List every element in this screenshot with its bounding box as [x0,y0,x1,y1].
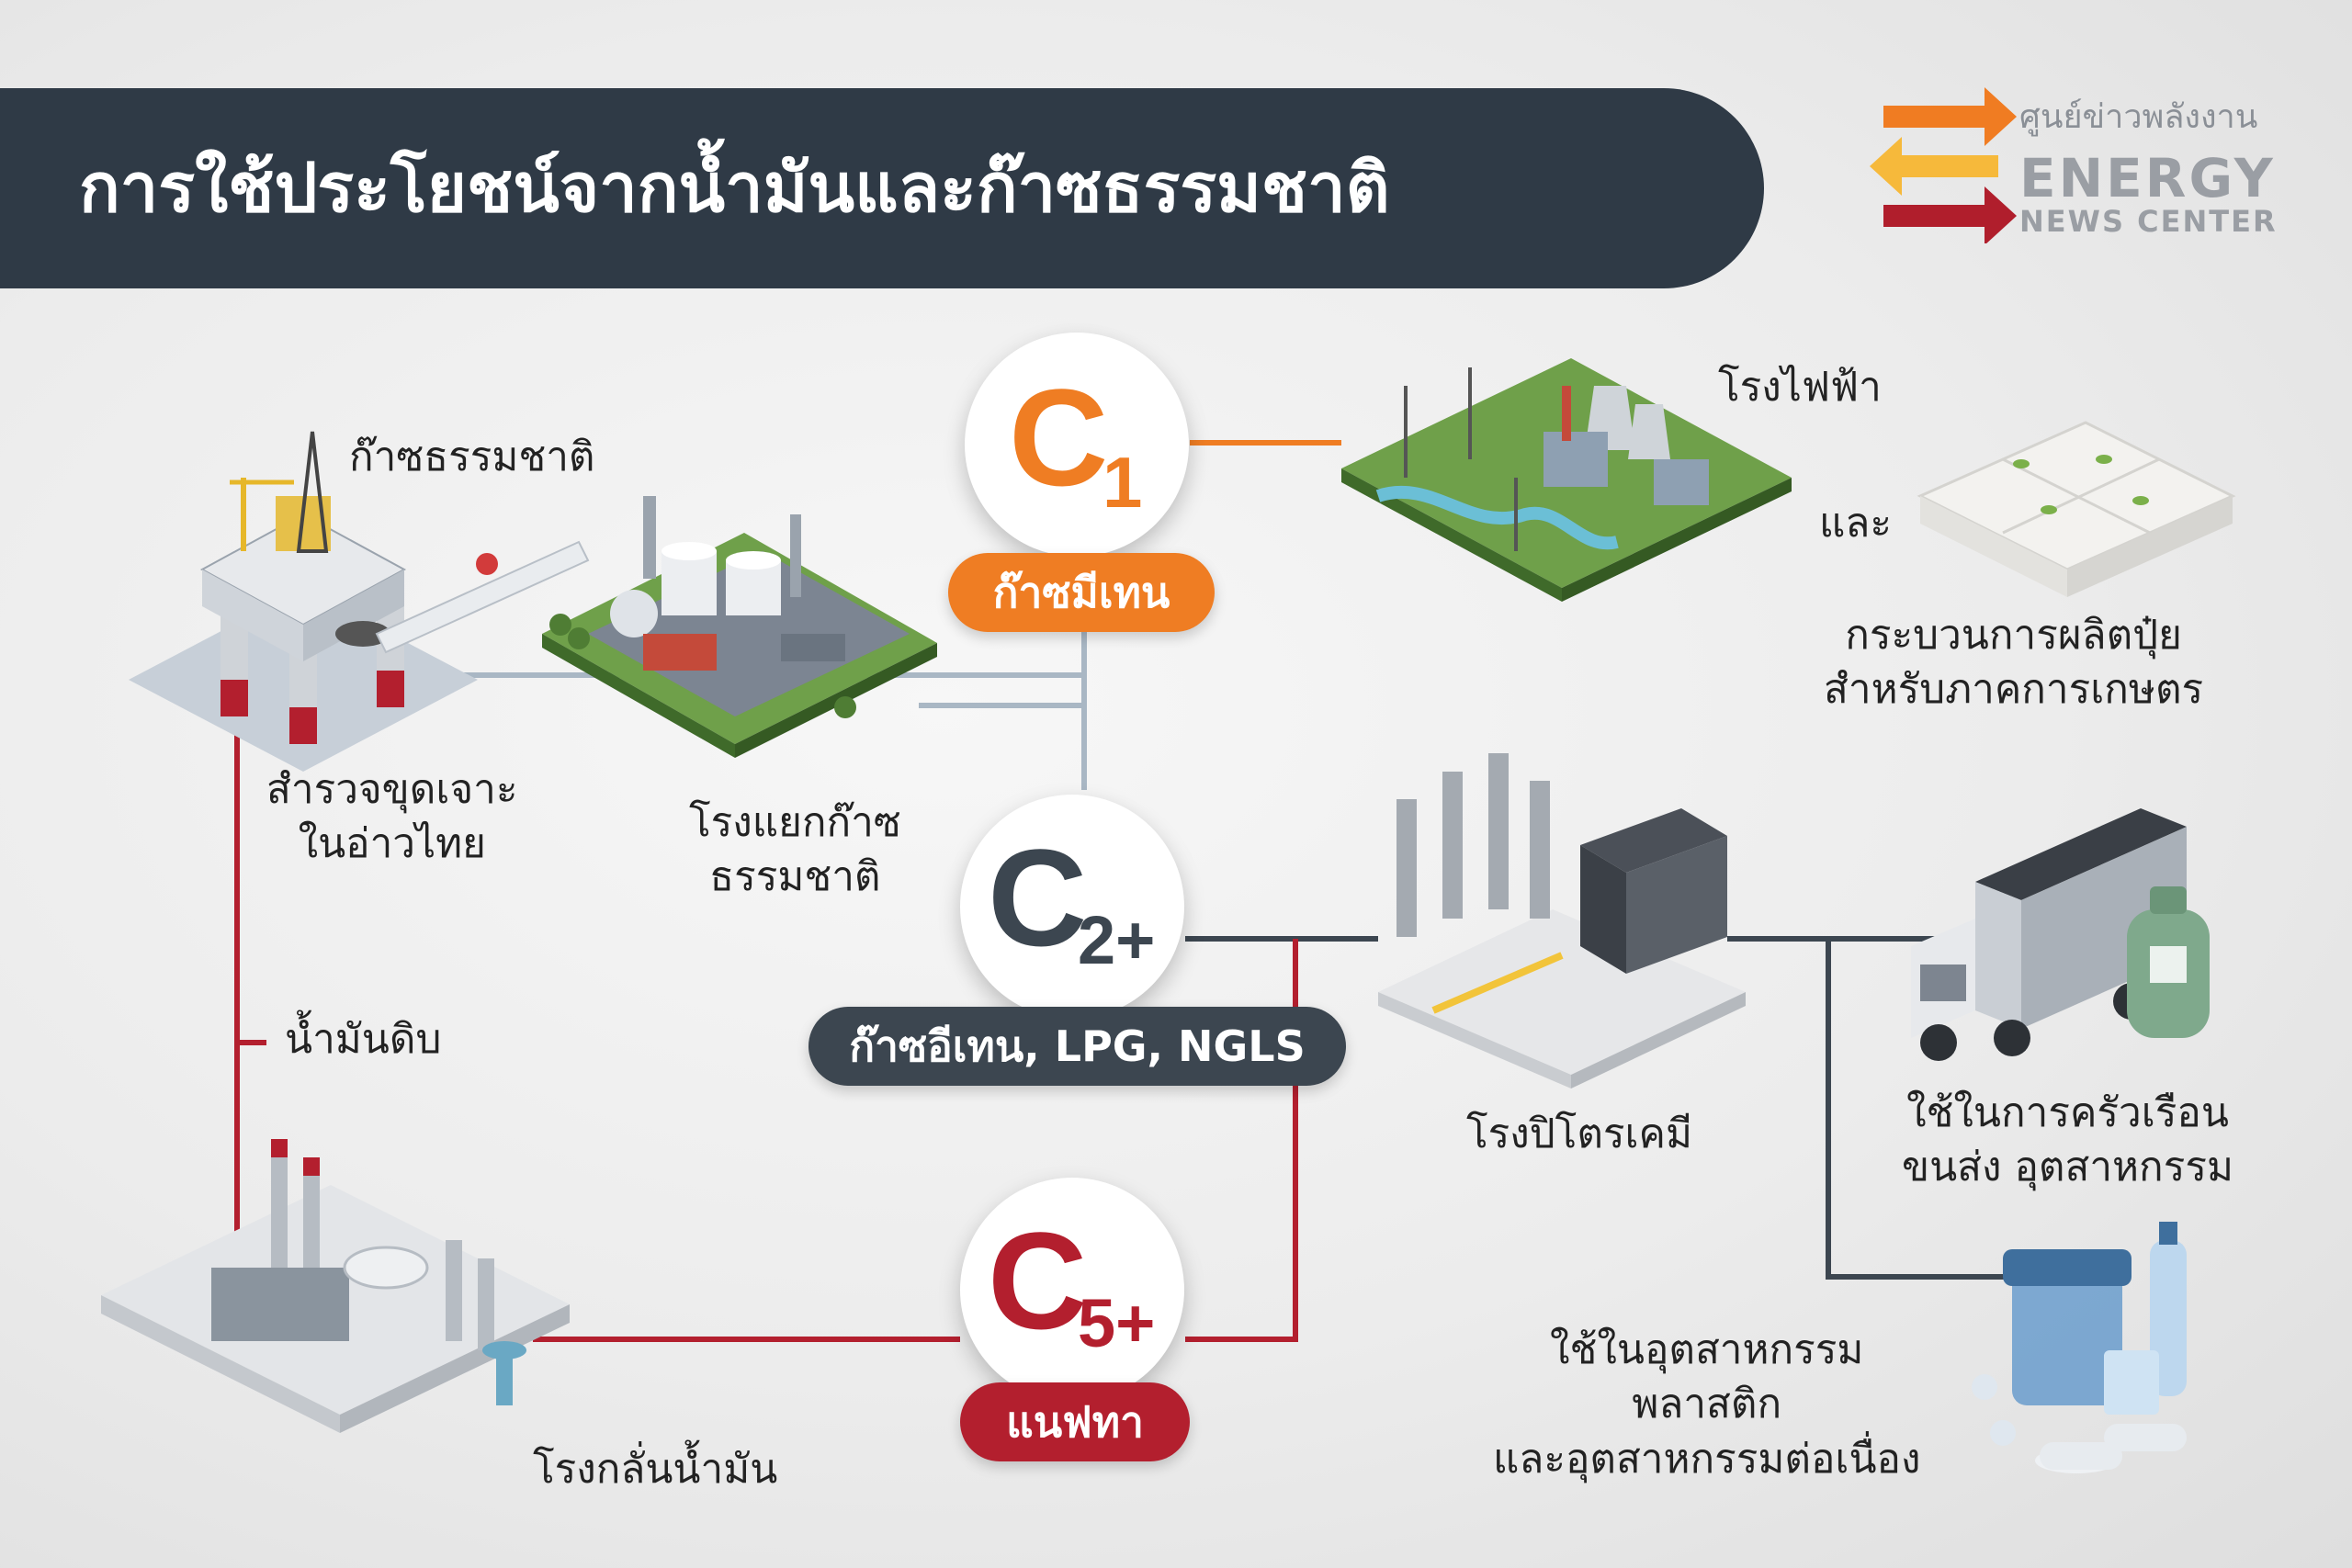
connector-lines [234,440,2012,1342]
methane-badge: ก๊าซมีเทน [948,553,1215,632]
platform-label: สำรวจขุดเจาะ ในอ่าวไทย [266,762,518,872]
c1-circle: C 1 [965,333,1189,557]
brand-name-line1: ENERGY [2019,147,2276,209]
petrochemical-plant-illustration [1378,753,1746,1089]
fertilizer-sacks-illustration [1917,421,2236,597]
lpg-truck-illustration [1911,808,2210,1061]
c5-circle: C 5+ [960,1178,1184,1402]
power-plant-label: โรงไฟฟ้า [1718,364,1882,411]
ethane-lpg-ngls-badge: ก๊าซอีเทน, LPG, NGLS [808,1007,1346,1086]
household-label-line2: ขนส่ง อุตสาหกรรม [1902,1144,2233,1191]
natural-gas-label: ก๊าซธรรมชาติ [349,434,595,480]
plastic-label-line3: และอุตสาหกรรมต่อเนื่อง [1493,1435,1921,1483]
pipeline-illustration [375,540,590,654]
plastic-industry-label: ใช้ในอุตสาหกรรม พลาสติก และอุตสาหกรรมต่อ… [1493,1323,1920,1486]
c5-symbol: C [988,1203,1088,1358]
title-banner [0,88,1764,288]
fertilizer-label-line1: กระบวนการผลิตปุ๋ย [1845,612,2182,659]
c2-circle: C 2+ [960,795,1184,1019]
petrochem-to-plastic-line [1826,939,2012,1280]
fertilizer-label-line2: สำหรับภาคการเกษตร [1824,666,2204,714]
plastic-products-illustration [1972,1222,2187,1473]
crude-oil-label: น้ำมันดิบ [285,1016,442,1063]
c1-subscript: 1 [1102,442,1143,523]
refinery-label: โรงกลั่นน้ำมัน [533,1446,778,1493]
brand-name-line2: NEWS CENTER [2019,204,2278,239]
c2-symbol: C [988,820,1088,975]
gas-separation-plant-illustration [542,496,937,758]
platform-label-line2: ในอ่าวไทย [298,820,486,868]
power-plant-illustration [1341,358,1792,602]
household-label: ใช้ในการครัวเรือน ขนส่ง อุตสาหกรรม [1902,1086,2233,1195]
fertilizer-label: กระบวนการผลิตปุ๋ย สำหรับภาคการเกษตร [1824,608,2203,717]
c2-subscript: 2+ [1078,902,1156,978]
energy-news-center-logo [1870,87,2017,243]
c5-to-petrochem-line [1185,939,1298,1342]
c5-subscript: 5+ [1078,1285,1156,1361]
c1-symbol: C [1009,360,1109,514]
platform-label-line1: สำรวจขุดเจาะ [266,766,518,813]
plastic-label-line2: พลาสติก [1632,1381,1782,1428]
page-title: การใช้ประโยชน์จากน้ำมันและก๊าซธรรมชาติ [79,149,1390,228]
naphtha-badge: แนฟทา [960,1382,1190,1461]
gas-plant-label: โรงแยกก๊าซ ธรรมชาติ [689,795,901,905]
brand-thai-name: ศูนย์ข่าวพลังงาน [2019,98,2258,136]
gas-plant-label-line2: ธรรมชาติ [709,853,881,901]
plastic-label-line1: ใช้ในอุตสาหกรรม [1550,1326,1864,1373]
oil-refinery-illustration [101,1139,570,1433]
household-label-line1: ใช้ในการครัวเรือน [1906,1089,2229,1136]
and-label: และ [1819,500,1892,547]
gas-plant-label-line1: โรงแยกก๊าซ [689,799,901,846]
petrochemical-label: โรงปิโตรเคมี [1466,1111,1692,1157]
